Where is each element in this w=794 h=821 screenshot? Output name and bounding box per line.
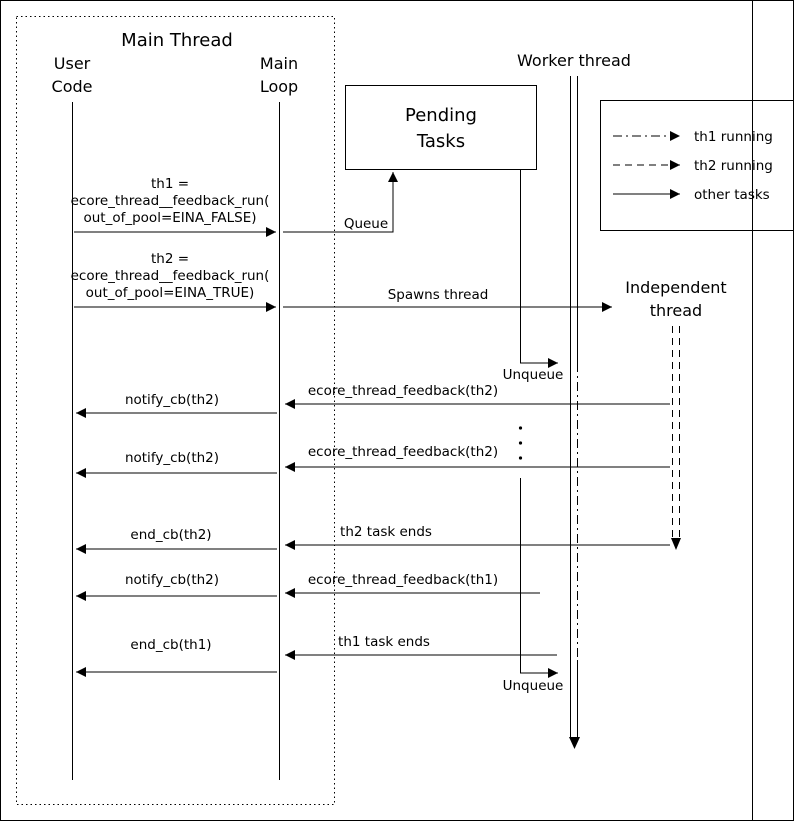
message-notify-cb-third: notify_cb(th2) xyxy=(76,572,277,601)
queue-label: Queue xyxy=(344,216,388,232)
message-feedback-th1: ecore_thread_feedback(th1) xyxy=(285,572,540,598)
message-notify-cb-second: notify_cb(th2) xyxy=(76,450,277,478)
end-cb-th2-label: end_cb(th2) xyxy=(130,527,211,543)
unqueue-bottom-arrow xyxy=(520,478,558,678)
message-spawns-thread: Spawns thread xyxy=(283,287,612,312)
call-th2-label-line3: out_of_pool=EINA_TRUE) xyxy=(86,285,255,301)
main-loop-lifeline: Main Loop xyxy=(260,54,298,780)
message-feedback-th2-first: ecore_thread_feedback(th2) xyxy=(285,383,670,409)
message-unqueue-bottom: Unqueue xyxy=(503,478,564,694)
legend-other-label: other tasks xyxy=(694,187,770,203)
end-cb-th1-label: end_cb(th1) xyxy=(130,637,211,653)
independent-thread-lifeline: Independent thread xyxy=(625,278,727,550)
message-call-th1: th1 = ecore_thread__feedback_run( out_of… xyxy=(71,176,276,237)
legend: th1 running th2 running other tasks xyxy=(600,100,794,231)
independent-thread-label-line1: Independent xyxy=(625,278,726,297)
message-queue: Queue xyxy=(283,172,398,233)
worker-thread-arrow-icon xyxy=(569,737,580,749)
notify-cb-third-label: notify_cb(th2) xyxy=(125,572,219,588)
call-th2-label-line2: ecore_thread__feedback_run( xyxy=(71,268,270,284)
feedback-th2-second-label: ecore_thread_feedback(th2) xyxy=(308,444,498,460)
main-loop-label-line2: Loop xyxy=(260,77,298,96)
message-notify-cb-first: notify_cb(th2) xyxy=(76,392,277,418)
message-end-cb-th2: end_cb(th2) xyxy=(76,527,277,554)
queue-ellipsis-icon xyxy=(518,426,523,460)
feedback-th1-label: ecore_thread_feedback(th1) xyxy=(308,572,498,588)
pending-tasks-label-line2: Tasks xyxy=(416,131,465,152)
pending-tasks-box: Pending Tasks xyxy=(345,85,537,170)
pending-tasks-label-line1: Pending xyxy=(405,105,477,126)
message-end-cb-th1: end_cb(th1) xyxy=(76,637,277,677)
spawns-thread-label: Spawns thread xyxy=(388,287,489,303)
worker-thread-lifeline: Worker thread xyxy=(517,51,631,749)
feedback-th2-first-label: ecore_thread_feedback(th2) xyxy=(308,383,498,399)
independent-thread-label-line2: thread xyxy=(650,301,702,320)
ellipsis-dot xyxy=(518,441,523,445)
unqueue-top-arrow xyxy=(520,170,558,368)
call-th1-label-line1: th1 = xyxy=(151,176,189,192)
message-th2-task-ends: th2 task ends xyxy=(285,524,670,550)
notify-cb-second-label: notify_cb(th2) xyxy=(125,450,219,466)
unqueue-top-label: Unqueue xyxy=(503,367,564,383)
notify-cb-first-label: notify_cb(th2) xyxy=(125,392,219,408)
ellipsis-dot xyxy=(518,456,523,460)
worker-thread-label: Worker thread xyxy=(517,51,631,70)
pending-tasks-border xyxy=(345,85,537,170)
th2-task-ends-label: th2 task ends xyxy=(340,524,432,540)
message-feedback-th2-second: ecore_thread_feedback(th2) xyxy=(285,444,670,472)
user-code-label-line1: User xyxy=(54,54,91,73)
main-thread-border xyxy=(16,16,335,805)
message-th1-task-ends: th1 task ends xyxy=(285,634,557,660)
main-loop-label-line1: Main xyxy=(260,54,298,73)
th1-task-ends-label: th1 task ends xyxy=(338,634,430,650)
call-th1-label-line2: ecore_thread__feedback_run( xyxy=(71,193,270,209)
queue-arrow xyxy=(283,172,398,233)
main-thread-title: Main Thread xyxy=(121,30,233,51)
unqueue-bottom-label: Unqueue xyxy=(503,678,564,694)
legend-th1-label: th1 running xyxy=(694,129,773,145)
call-th1-label-line3: out_of_pool=EINA_FALSE) xyxy=(83,210,256,226)
main-thread-box: Main Thread xyxy=(16,16,335,805)
message-call-th2: th2 = ecore_thread__feedback_run( out_of… xyxy=(71,251,276,312)
user-code-label-line2: Code xyxy=(52,77,93,96)
ellipsis-dot xyxy=(518,426,523,430)
independent-thread-arrow-icon xyxy=(671,538,681,550)
call-th2-label-line1: th2 = xyxy=(151,251,189,267)
message-unqueue-top: Unqueue xyxy=(503,170,564,383)
user-code-lifeline: User Code xyxy=(52,54,93,780)
legend-th2-label: th2 running xyxy=(694,158,773,174)
